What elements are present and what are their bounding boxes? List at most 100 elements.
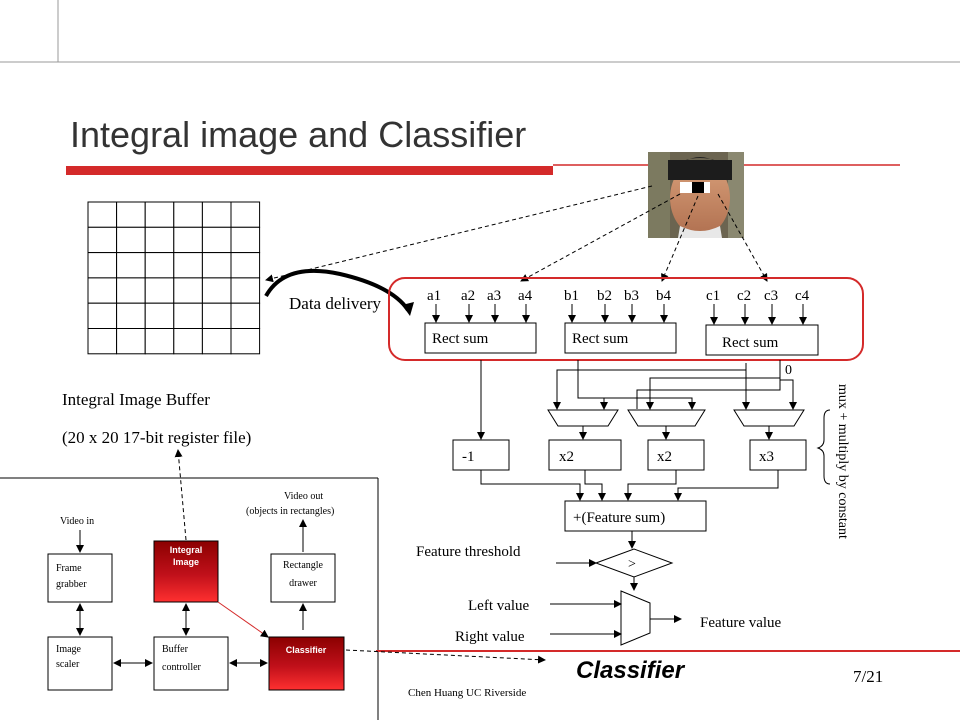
buffer-grid-cell [87,302,118,330]
video-out-label-line1: Video out [284,491,323,502]
feature-window-black [692,182,704,193]
buffer-grid-cell [173,252,203,279]
frame-grabber-block [47,553,113,603]
classifier-caption: Classifier [576,657,686,684]
mux-2 [627,409,706,427]
integral-image-block [153,540,219,603]
dashed-arrow-to-group-b [661,195,699,282]
label-c3: c3 [764,288,778,304]
rect-sum-a-label: Rect sum [432,331,489,347]
buffer-grid-cell [201,226,232,254]
feature-sum-box [564,500,707,532]
buffer-grid-cell [144,277,175,304]
buffer-grid-cell [116,252,146,279]
image-scaler-line2: scaler [56,659,80,670]
buffer-grid-cell [201,328,232,355]
mult-x2-2-box [647,439,705,471]
buffer-grid-cell [144,226,175,254]
mult-minus1-box [452,439,510,471]
face-photo [648,152,744,238]
mult-x2-1-box [548,439,622,471]
mux-multiply-label: mux + multiply by constant [835,384,850,539]
buffer-controller-block [153,636,229,691]
buffer-grid-cell [173,226,203,254]
rect-sum-routing [477,360,797,440]
data-delivery-label: Data delivery [289,294,382,313]
buffer-grid-cell [230,226,261,254]
feature-threshold-label: Feature threshold [416,544,521,560]
buffer-grid-cell [87,226,118,254]
buffer-grid-cell [173,302,203,330]
buffer-grid-cell [144,252,175,279]
buffer-grid-cell [116,201,146,228]
feature-region-outline [388,277,864,361]
buffer-grid-cell [201,201,232,228]
mult-minus1-label: -1 [462,449,475,465]
buffer-grid-cell [116,226,146,254]
buffer-controller-line2: controller [162,662,202,673]
integral-image-line2: Image [173,557,199,567]
slide-title: Integral image and Classifier [70,114,526,155]
buffer-grid-cell [87,252,118,279]
buffer-grid-cell [173,328,203,355]
footer-text: Chen Huang UC Riverside [408,687,526,699]
label-c2: c2 [737,288,751,304]
rectangle-drawer-line1: Rectangle [283,560,324,571]
buffer-grid-cell [87,328,118,355]
buffer-grid-cell [87,201,118,228]
data-delivery-curve [264,268,410,312]
buffer-grid-cell [230,328,261,355]
page-number: 7/21 [853,667,883,686]
rectangle-drawer-block [270,553,336,603]
dashed-arrow-to-group-a [520,193,681,282]
video-out-label-line2: (objects in rectangles) [246,506,334,517]
adder-input-routing [480,470,779,501]
corner-input-arrows [432,304,807,325]
label-b4: b4 [656,288,672,304]
image-scaler-line1: Image [56,644,82,655]
buffer-grid-cell [230,277,261,304]
compare-diamond [594,548,674,578]
dashed-arrow-to-group-c [717,193,768,282]
label-a1: a1 [427,288,441,304]
left-value-label: Left value [468,598,530,614]
label-b2: b2 [597,288,612,304]
mux-1 [547,409,619,427]
mux-3 [733,409,805,427]
integral-image-line1: Integral [170,545,203,555]
buffer-grid-cell [87,277,118,304]
frame-grabber-line1: Frame [56,563,82,574]
right-value-label: Right value [455,629,525,645]
buffer-grid-cell [230,302,261,330]
buffer-label-line2: (20 x 20 17-bit register file) [62,428,251,447]
buffer-grid-cell [116,277,146,304]
buffer-grid-cell [201,277,232,304]
buffer-grid-cell [230,252,261,279]
rect-sum-a-box [424,322,537,354]
rect-sum-b-box [564,322,677,354]
label-a2: a2 [461,288,475,304]
buffer-grid-cell [116,302,146,330]
video-in-label: Video in [60,516,94,527]
label-c1: c1 [706,288,720,304]
rectangle-drawer-line2: drawer [289,578,317,589]
buffer-label-line1: Integral Image Buffer [62,390,210,409]
mult-x3-box [749,439,807,471]
buffer-grid-cell [201,252,232,279]
rect-sum-b-label: Rect sum [572,331,629,347]
mult-x2-1-label: x2 [559,449,574,465]
mult-x2-2-label: x2 [657,449,672,465]
integral-image-buffer-grid [87,201,261,355]
zero-constant-label: 0 [785,363,792,378]
title-underline-bar [66,166,553,175]
label-b1: b1 [564,288,579,304]
buffer-grid-cell [144,302,175,330]
mult-x3-label: x3 [759,449,774,465]
classifier-block-label: Classifier [286,645,327,655]
buffer-controller-line1: Buffer [162,644,189,655]
compare-symbol: > [628,557,636,572]
buffer-grid-cell [201,302,232,330]
classifier-block [268,636,345,691]
